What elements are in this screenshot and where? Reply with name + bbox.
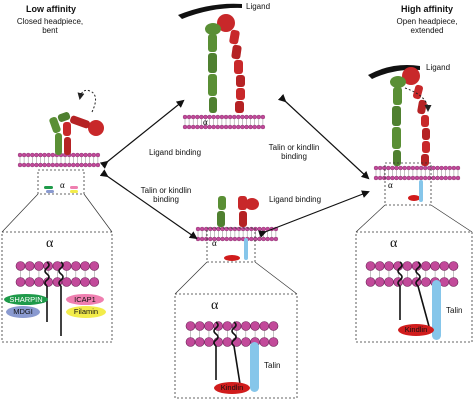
membrane-mid — [195, 226, 279, 242]
filamin-protein: Filamin — [66, 306, 106, 318]
alpha-detail-low: α — [46, 236, 54, 251]
arrow-top-high — [277, 93, 370, 180]
transition-arrows — [99, 93, 370, 240]
integrin-top — [178, 3, 245, 113]
mdgi-protein: MDGI — [6, 306, 40, 318]
alpha-top-small: α — [203, 117, 208, 127]
alpha-mid-small: α — [212, 238, 217, 248]
high-affinity-title: High affinity — [401, 4, 453, 14]
icap1-protein: ICAP1 — [66, 294, 104, 305]
detail-tails-mid — [213, 321, 241, 385]
detail-tails-high — [397, 261, 431, 331]
arrow-mid-high — [257, 190, 370, 238]
kindlin-protein-mid: Kindlin — [214, 382, 250, 394]
membrane-top — [182, 114, 266, 130]
zoom-box-mid — [206, 227, 256, 263]
arrow-low-mid — [99, 169, 198, 240]
ligand-right-label: Ligand — [426, 63, 451, 72]
talin-shape-mid — [250, 342, 259, 392]
talin-shape-high — [432, 280, 441, 340]
membrane-low — [17, 152, 101, 168]
sharpin-protein: SHARPIN — [4, 294, 48, 305]
ligand-top-label: Ligand — [246, 2, 271, 11]
integrin-high — [368, 65, 432, 202]
detail-membrane-low — [15, 261, 100, 287]
integrin-mid — [217, 196, 259, 261]
alpha-detail-high: α — [390, 236, 398, 251]
talin-label-mid: Talin — [264, 361, 281, 370]
high-affinity-subtitle: Open headpiece, extended — [396, 17, 458, 36]
detail-box-mid — [174, 293, 298, 399]
zoom-box-low — [37, 169, 85, 195]
low-affinity-title: Low affinity — [26, 4, 76, 14]
integrin-low — [49, 89, 104, 155]
membrane-high — [373, 165, 461, 181]
ligand-top-shape — [178, 3, 242, 19]
kindlin-protein-high: Kindlin — [398, 324, 434, 336]
detail-membrane-high — [365, 261, 459, 287]
talin-kindlin-right-label: Talin or kindlin binding — [268, 143, 320, 162]
alpha-detail-mid: α — [211, 298, 219, 313]
detail-box-low — [1, 231, 113, 343]
arrow-low-top — [99, 99, 185, 169]
detail-box-high — [355, 231, 473, 343]
rotation-arrow — [77, 89, 96, 113]
ligand-binding-left-label: Ligand binding — [148, 148, 202, 157]
alpha-low-small: α — [60, 180, 65, 190]
talin-label-high: Talin — [446, 306, 463, 315]
talin-kindlin-left-label: Talin or kindlin binding — [140, 186, 192, 205]
alpha-high-small: α — [388, 180, 393, 190]
low-affinity-subtitle: Closed headpiece, bent — [16, 17, 84, 36]
small-tails — [44, 186, 78, 193]
ligand-binding-right-label: Ligand binding — [268, 195, 322, 204]
detail-tails-low — [44, 261, 64, 336]
